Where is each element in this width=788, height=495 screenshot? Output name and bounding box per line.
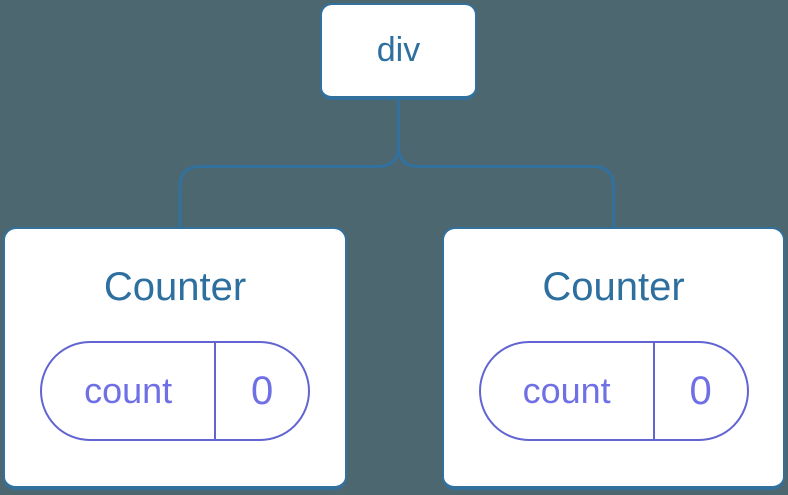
state-key: count (42, 343, 217, 439)
state-value: 0 (250, 368, 274, 413)
state-pill: count 0 (478, 341, 749, 441)
node-label: div (376, 31, 421, 69)
state-value: 0 (689, 368, 712, 413)
node-title: Counter (103, 265, 247, 309)
node-title: Counter (542, 265, 685, 309)
state-pill: count 0 (40, 341, 310, 441)
tree-node-counter-2: Counter count 0 (442, 227, 785, 490)
tree-node-counter-1: Counter count 0 (3, 227, 347, 490)
connector-right-branch (397, 100, 615, 229)
state-key: count (481, 343, 655, 439)
tree-node-div: div (320, 3, 477, 100)
connector-left-branch (178, 100, 400, 229)
